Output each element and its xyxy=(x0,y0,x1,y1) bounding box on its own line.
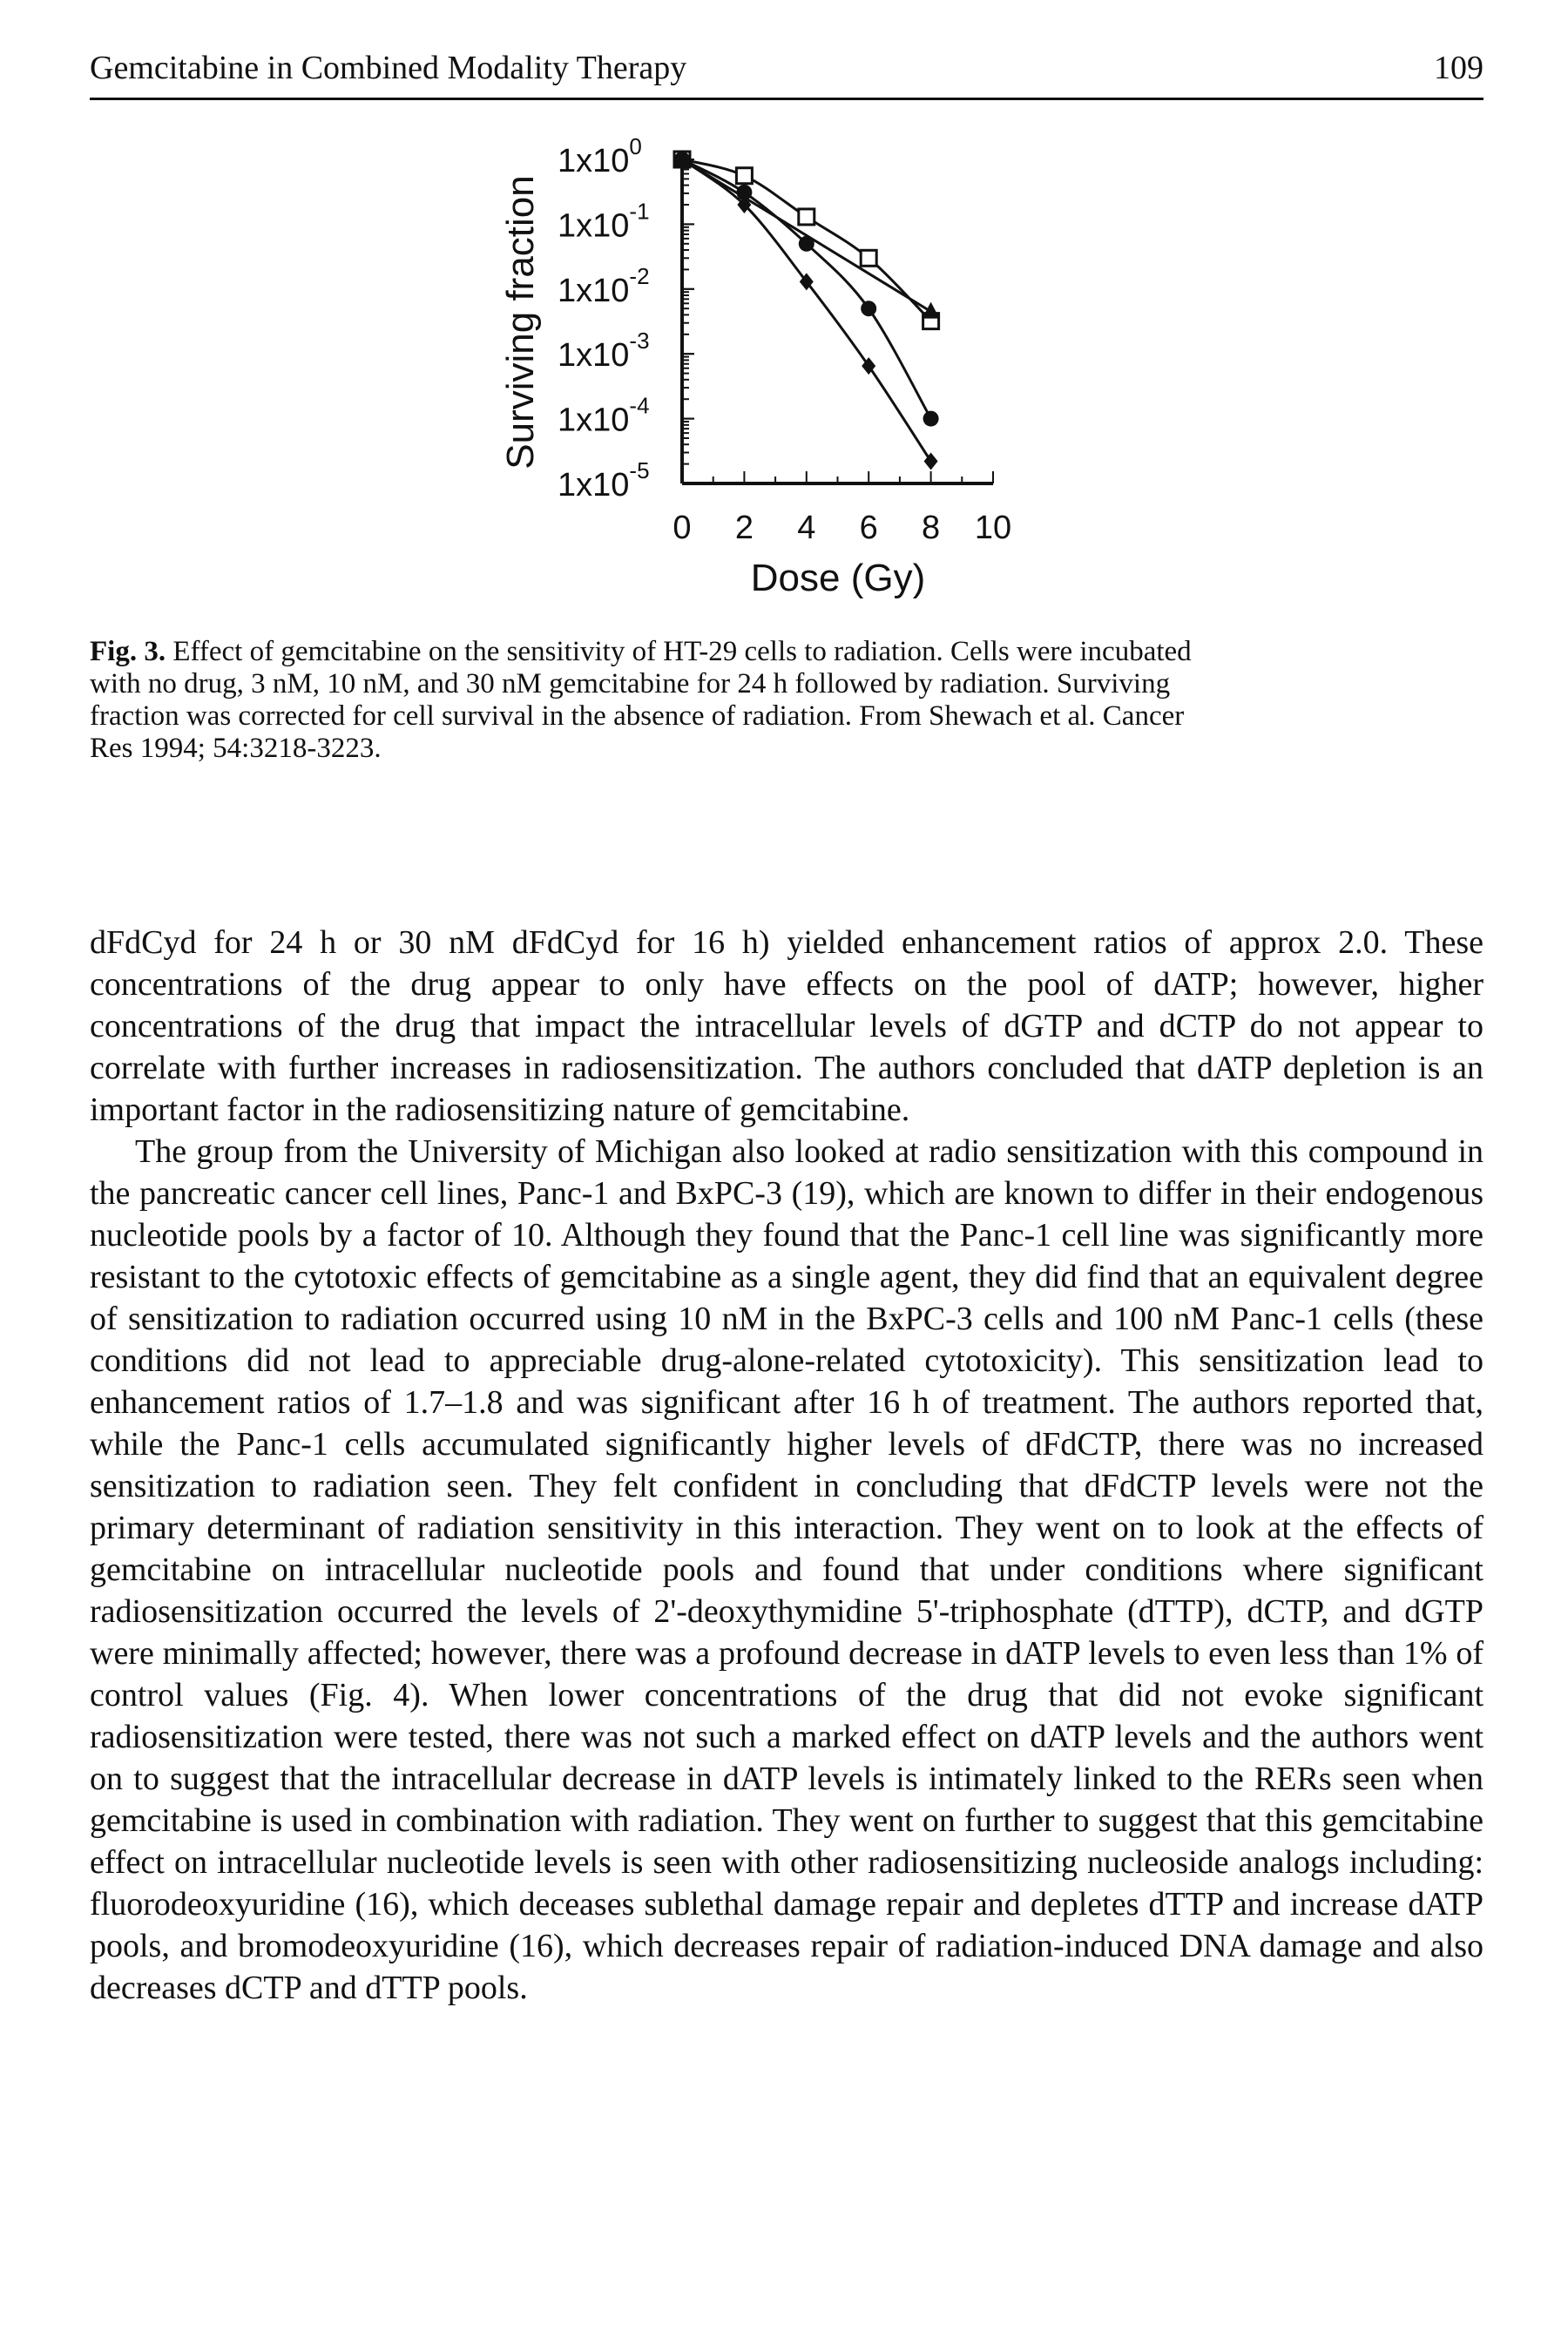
x-tick-label: 8 xyxy=(922,510,940,546)
y-tick-label: 1x100 xyxy=(558,133,642,179)
marker-diamond-filled xyxy=(737,196,752,214)
marker-diamond-filled xyxy=(799,273,814,291)
marker-diamond-filled xyxy=(923,452,938,470)
marker-circle-filled xyxy=(798,235,814,252)
page-number: 109 xyxy=(1434,50,1484,86)
y-tick-label: 1x10-2 xyxy=(558,263,650,309)
survival-chart: 1x100 1x10-1 1x10-2 1x10-3 1x10-4 1x10-5 0 2 4 6 8… xyxy=(499,133,1011,599)
running-header: Gemcitabine in Combined Modality Therapy… xyxy=(90,44,1484,100)
marker-diamond-filled xyxy=(862,357,876,375)
x-tick-label: 2 xyxy=(735,510,754,546)
chart-labels: 1x100 1x10-1 1x10-2 1x10-3 1x10-4 1x10-5 0 2 4 6 8… xyxy=(499,133,1011,599)
caption-line: fraction was corrected for cell survival… xyxy=(90,700,1185,732)
series-line-triangle-filled xyxy=(681,158,932,313)
y-tick-label: 1x10-1 xyxy=(558,198,650,244)
y-tick-label: 1x10-5 xyxy=(558,457,650,504)
x-axis-title: Dose (Gy) xyxy=(751,557,925,599)
marker-triangle-filled xyxy=(922,301,940,319)
y-tick-label: 1x10-3 xyxy=(558,328,650,374)
paragraph: The group from the University of Michiga… xyxy=(90,1133,1484,2006)
marker-square-open xyxy=(734,166,754,186)
chart-lines xyxy=(681,158,932,463)
marker-diamond-filled xyxy=(675,151,689,168)
x-tick-label: 4 xyxy=(797,510,815,546)
figure-caption: Fig. 3. Effect of gemcitabine on the sen… xyxy=(90,636,1484,765)
figure-label: Fig. 3. xyxy=(90,636,166,667)
marker-circle-filled xyxy=(923,410,939,427)
series-line-diamond-filled xyxy=(681,158,932,463)
running-title: Gemcitabine in Combined Modality Therapy xyxy=(90,50,687,86)
body-text: dFdCyd for 24 h or 30 nM dFdCyd for 16 h… xyxy=(90,922,1484,2009)
y-axis-title: Surviving fraction xyxy=(499,175,542,469)
chart-markers xyxy=(672,150,941,470)
x-tick-label: 6 xyxy=(860,510,878,546)
caption-text: Effect of gemcitabine on the sensitivity… xyxy=(172,636,1192,667)
x-tick-label: 0 xyxy=(672,510,691,546)
x-tick-label: 10 xyxy=(975,510,1011,546)
marker-circle-filled xyxy=(861,301,877,317)
chart-axes xyxy=(680,156,993,485)
marker-square-open xyxy=(797,207,816,226)
caption-line: with no drug, 3 nM, 10 nM, and 30 nM gem… xyxy=(90,668,1171,700)
marker-circle-filled xyxy=(736,184,753,200)
y-tick-label: 1x10-4 xyxy=(558,393,650,439)
caption-line: Fig. 3. Effect of gemcitabine on the sen… xyxy=(90,636,1484,668)
caption-line: Res 1994; 54:3218-3223. xyxy=(90,733,382,764)
marker-square-open xyxy=(859,248,878,267)
paragraph: dFdCyd for 24 h or 30 nM dFdCyd for 16 h… xyxy=(90,924,1484,1128)
